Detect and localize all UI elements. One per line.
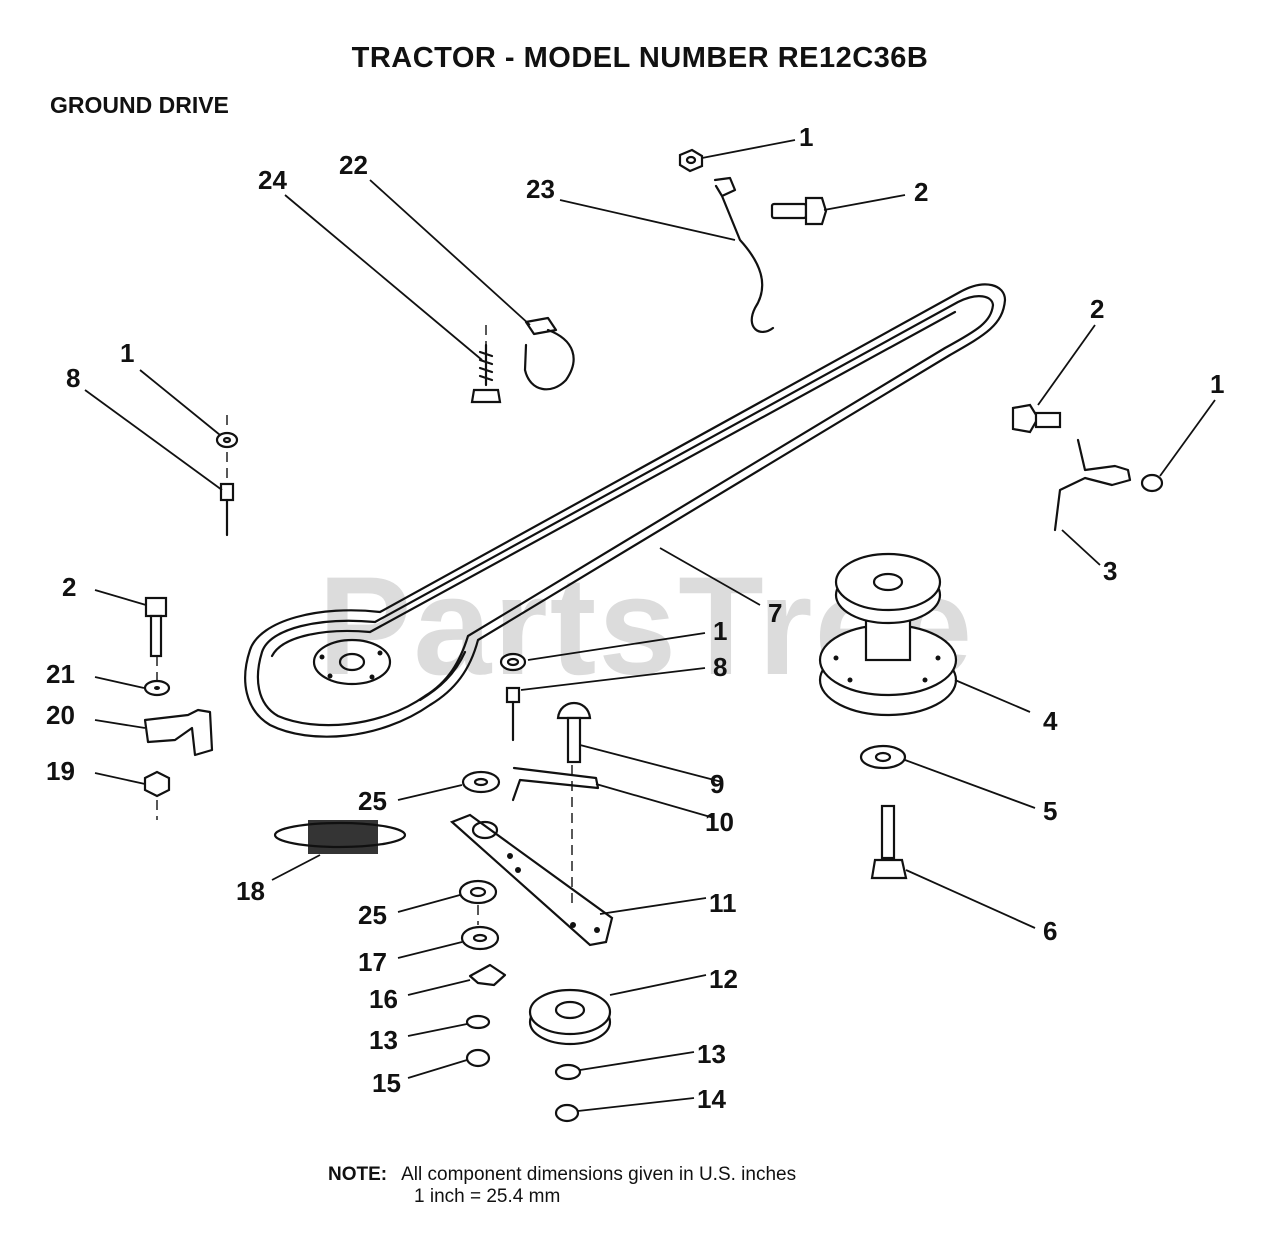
callout-22: 22: [339, 150, 368, 180]
callout-2: 2: [1090, 294, 1104, 324]
shoulder-bolt-8-mid[interactable]: [505, 686, 521, 742]
note-label: NOTE:: [328, 1164, 388, 1185]
leader-lines: [84, 139, 1216, 1112]
page-title: TRACTOR - MODEL NUMBER RE12C36B: [351, 42, 929, 74]
callout-1: 1: [713, 616, 727, 646]
bolt-2-left[interactable]: [144, 596, 168, 658]
callout-13: 13: [369, 1025, 398, 1055]
callout-2: 2: [62, 572, 76, 602]
hex-bolt-top[interactable]: [770, 196, 828, 226]
callout-8: 8: [66, 363, 80, 393]
callout-1: 1: [799, 122, 813, 152]
nut-14[interactable]: [554, 1103, 580, 1123]
nut-15[interactable]: [465, 1048, 491, 1068]
hex-nut-19[interactable]: [143, 770, 171, 798]
washer-5[interactable]: [859, 744, 907, 770]
callout-6: 6: [1043, 916, 1057, 946]
bracket-20[interactable]: [143, 708, 214, 757]
callout-16: 16: [369, 984, 398, 1014]
callout-15: 15: [372, 1068, 401, 1098]
section-title: GROUND DRIVE: [50, 92, 229, 118]
note-line-2: 1 inch = 25.4 mm: [414, 1186, 561, 1207]
hex-nut-right[interactable]: [1140, 473, 1164, 493]
callout-21: 21: [46, 659, 75, 689]
callout-3: 3: [1103, 556, 1117, 586]
callout-14: 14: [697, 1084, 726, 1114]
callout-8: 8: [713, 652, 727, 682]
callout-25: 25: [358, 786, 387, 816]
callout-18: 18: [236, 876, 265, 906]
callout-19: 19: [46, 756, 75, 786]
callout-20: 20: [46, 700, 75, 730]
callout-2: 2: [914, 177, 928, 207]
callout-7: 7: [768, 598, 782, 628]
washer-25-bottom[interactable]: [458, 879, 498, 905]
idler-pulley-12[interactable]: [528, 988, 612, 1046]
washer-1-mid[interactable]: [499, 652, 527, 672]
transmission-pulley[interactable]: [818, 552, 958, 717]
washer-13-right[interactable]: [554, 1063, 582, 1081]
washer-13-left[interactable]: [465, 1014, 491, 1030]
dimension-note: NOTE: All component dimensions given in U…: [328, 1164, 797, 1207]
hex-nut-top[interactable]: [678, 148, 704, 173]
callout-9: 9: [710, 769, 724, 799]
drive-belt[interactable]: [244, 283, 1007, 738]
callout-1: 1: [1210, 369, 1224, 399]
assembly-center-lines: [156, 325, 573, 925]
callout-24: 24: [258, 165, 287, 195]
callout-17: 17: [358, 947, 387, 977]
idler-arm-11[interactable]: [449, 813, 614, 947]
callout-23: 23: [526, 174, 555, 204]
bracket-16[interactable]: [468, 963, 507, 987]
bolt-6[interactable]: [870, 804, 908, 880]
washer-21[interactable]: [143, 679, 171, 697]
callout-12: 12: [709, 964, 738, 994]
callout-11: 11: [709, 888, 737, 918]
washer-17[interactable]: [460, 925, 500, 951]
callout-4: 4: [1043, 706, 1058, 736]
bracket-10[interactable]: [511, 766, 600, 802]
rod-3[interactable]: [1053, 438, 1132, 532]
shoulder-bolt-8-left[interactable]: [219, 482, 235, 537]
callout-5: 5: [1043, 796, 1057, 826]
carriage-bolt-9[interactable]: [556, 702, 592, 764]
bracket-22[interactable]: [523, 316, 575, 391]
callout-10: 10: [705, 807, 734, 837]
hex-nut-left[interactable]: [215, 431, 239, 449]
hex-bolt-2-right[interactable]: [1011, 403, 1062, 434]
spring-18[interactable]: [273, 820, 407, 854]
rod-bracket-23[interactable]: [713, 176, 775, 333]
callouts: 1 2 23 22 24 1 8 2 1 3 7 1 8 4 5 6 2 21 …: [46, 122, 1224, 1114]
callout-13: 13: [697, 1039, 726, 1069]
callout-1: 1: [120, 338, 134, 368]
bolt-24[interactable]: [470, 343, 502, 404]
engine-pulley: [312, 638, 392, 686]
washer-25-top[interactable]: [461, 770, 501, 794]
note-line-1: All component dimensions given in U.S. i…: [401, 1164, 797, 1185]
callout-25: 25: [358, 900, 387, 930]
